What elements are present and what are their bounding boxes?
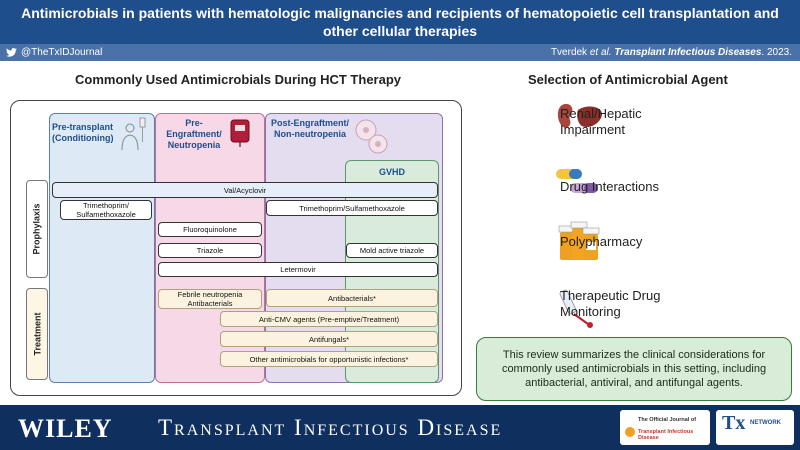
drug-interactions-item: Drug Interactions xyxy=(560,179,659,194)
anti-cmv-bar: Anti-CMV agents (Pre-emptive/Treatment) xyxy=(220,311,438,327)
left-section-title: Commonly Used Antimicrobials During HCT … xyxy=(75,72,402,87)
citation: Tverdek et al. Transplant Infectious Dis… xyxy=(550,47,792,58)
febrile-neutropenia-bar: Febrile neutropenia Antibacterials xyxy=(158,289,262,309)
twitter-icon xyxy=(6,48,17,57)
triazole-bar: Triazole xyxy=(158,243,262,258)
antifungals-bar: Antifungals* xyxy=(220,331,438,347)
prophylaxis-label: Prophylaxis xyxy=(26,180,48,278)
official-journal-logo: The Official Journal of Transplant Infec… xyxy=(620,410,710,445)
polypharmacy-item: Polypharmacy xyxy=(560,234,643,249)
patient-iv-icon xyxy=(121,117,146,151)
tmp-smx-pretransplant-bar: Trimethoprim/ Sulfamethoxazole xyxy=(60,200,152,220)
right-section-title: Selection of Antimicrobial Agent xyxy=(528,72,728,87)
kidney-liver-icon xyxy=(557,104,602,128)
pill-bottles-icon xyxy=(558,221,600,260)
mold-triazole-bar: Mold active triazole xyxy=(346,243,438,258)
renal-hepatic-item: Renal/Hepatic Impairment xyxy=(560,106,642,137)
other-antimicrobials-bar: Other antimicrobials for opportunistic i… xyxy=(220,351,438,367)
citation-bar: @TheTxIDJournal Tverdek et al. Transplan… xyxy=(0,44,800,61)
fluoroquinolone-bar: Fluoroquinolone xyxy=(158,222,262,237)
journal-name: Transplant Infectious Disease xyxy=(158,415,503,440)
pills-icon xyxy=(556,169,598,193)
tx-network-logo: Tx NETWORK xyxy=(716,410,794,445)
tdm-item: Therapeutic Drug Monitoring xyxy=(560,288,661,319)
valacyclovir-bar: Val/Acyclovir xyxy=(52,182,438,198)
page-title: Antimicrobials in patients with hematolo… xyxy=(21,5,779,39)
gvhd-heading: GVHD xyxy=(378,167,405,177)
tmp-smx-post-bar: Trimethoprim/Sulfamethoxazole xyxy=(266,200,438,216)
letermovir-bar: Letermovir xyxy=(158,262,438,277)
antibacterials-bar: Antibacterials* xyxy=(266,289,438,307)
pretransplant-heading: Pre-transplant (Conditioning) xyxy=(52,122,114,143)
header-banner: Antimicrobials in patients with hematolo… xyxy=(0,0,800,44)
summary-box: This review summarizes the clinical cons… xyxy=(476,337,792,401)
preengraftment-heading: Pre-Engraftment/ Neutropenia xyxy=(166,118,222,150)
cells-icon xyxy=(355,119,388,154)
twitter-handle[interactable]: @TheTxIDJournal xyxy=(6,44,102,61)
blood-bag-icon xyxy=(230,119,250,147)
treatment-label: Treatment xyxy=(26,288,48,380)
footer: WILEY Transplant Infectious Disease The … xyxy=(0,405,800,450)
wiley-logo[interactable]: WILEY xyxy=(18,414,113,443)
syringe-icon xyxy=(559,289,593,328)
society-seal-icon xyxy=(625,427,635,437)
postengraftment-heading: Post-Engraftment/ Non-neutropenia xyxy=(270,118,349,139)
column-pretransplant xyxy=(49,113,155,383)
